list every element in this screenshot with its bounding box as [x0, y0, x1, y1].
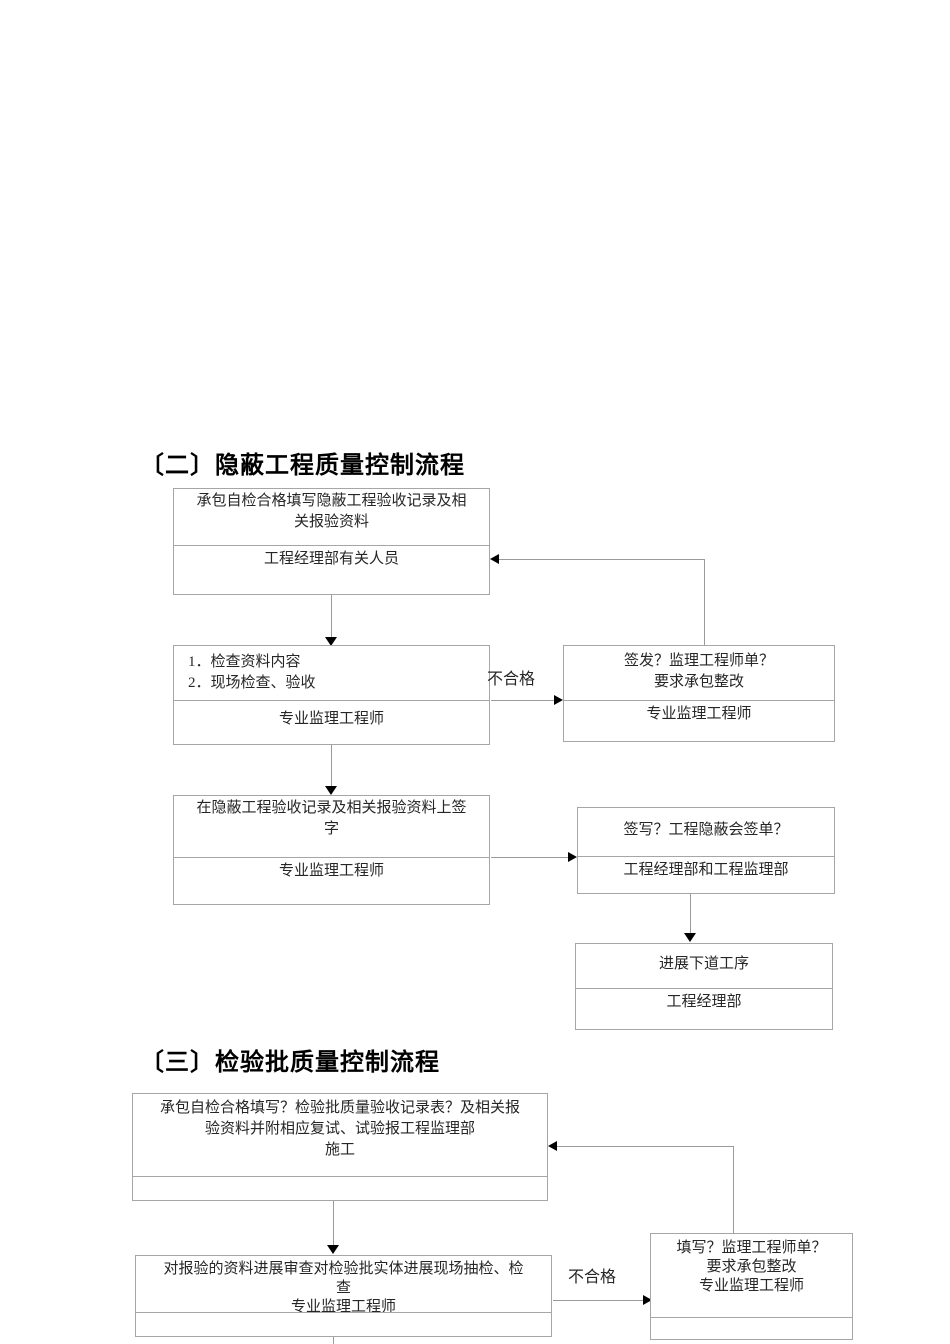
- flow-box-issue-supervisor-order: 签发？监理工程师单？ 要求承包整改 专业监理工程师: [563, 645, 835, 742]
- connector-g-to-h: [333, 1201, 334, 1246]
- flow-box-check-materials: 1．检查资料内容 2．现场检查、验收 专业监理工程师: [173, 645, 490, 745]
- box-role-section: 工程经理部有关人员: [174, 546, 489, 570]
- connector-i-feedback-horizontal: [554, 1146, 733, 1147]
- box-text-line: 填写？监理工程师单？: [676, 1240, 827, 1256]
- connector-i-feedback-vertical: [733, 1146, 734, 1233]
- flow-box-next-process: 进展下道工序 工程经理部: [575, 943, 833, 1030]
- box-role-section: 专业监理工程师: [174, 701, 489, 730]
- box-text-line: 验资料并附相应复试、试验报工程监理部: [204, 1121, 475, 1137]
- box-task-section: 承包自检合格填写隐蔽工程验收记录及相 关报验资料: [174, 489, 489, 546]
- box-empty-section: [651, 1318, 852, 1321]
- box-task-section: 进展下道工序: [576, 944, 832, 989]
- section-heading-2: 〔二〕隐蔽工程质量控制流程: [140, 453, 465, 479]
- box-task-section: 1．检查资料内容 2．现场检查、验收: [174, 646, 489, 701]
- box-role-label: 专业监理工程师: [278, 863, 384, 879]
- flow-box-sign-records: 在隐蔽工程验收记录及相关报验资料上签 字 专业监理工程师: [173, 795, 490, 905]
- box-text-line: 专业监理工程师: [698, 1278, 804, 1294]
- arrow-right-icon: [554, 695, 563, 705]
- box-task-section: 对报验的资料进展审查对检验批实体进展现场抽检、检 查 专业监理工程师: [136, 1256, 551, 1313]
- fail-branch-label: 不合格: [487, 671, 536, 688]
- box-text-line: 关报验资料: [293, 514, 369, 530]
- box-text-line: 要求承包整改: [706, 1259, 797, 1275]
- connector-d-to-e: [491, 857, 569, 858]
- flow-box-self-check-inspection-lot: 承包自检合格填写？检验批质量验收记录表？及相关报 验资料并附相应复试、试验报工程…: [132, 1093, 548, 1201]
- box-role-label: 工程经理部和工程监理部: [623, 862, 789, 878]
- arrow-down-icon: [325, 786, 337, 795]
- fail-branch-label: 不合格: [568, 1269, 617, 1286]
- box-role-label: 专业监理工程师: [646, 706, 752, 722]
- box-role-section: 专业监理工程师: [564, 701, 834, 725]
- flow-box-self-check-hidden-works: 承包自检合格填写隐蔽工程验收记录及相 关报验资料 工程经理部有关人员: [173, 488, 490, 595]
- box-task-section: 签发？监理工程师单？ 要求承包整改: [564, 646, 834, 701]
- box-role-section: 工程经理部和工程监理部: [578, 857, 834, 881]
- box-text-line: 签发？监理工程师单？: [623, 653, 774, 669]
- arrow-right-icon: [643, 1295, 652, 1305]
- connector-b-to-d: [331, 745, 332, 787]
- box-role-section: 专业监理工程师: [174, 858, 489, 882]
- box-text-line: 专业监理工程师: [290, 1299, 396, 1313]
- box-text-line: 对报验的资料进展审查对检验批实体进展现场抽检、检: [163, 1261, 524, 1277]
- box-text-line: 在隐蔽工程验收记录及相关报验资料上签: [196, 800, 467, 816]
- arrow-left-icon: [490, 554, 499, 564]
- arrow-down-icon: [325, 637, 337, 646]
- box-text-line: 承包自检合格填写隐蔽工程验收记录及相: [196, 493, 467, 509]
- arrow-down-icon: [327, 1245, 339, 1254]
- box-text-line: 进展下道工序: [658, 956, 749, 972]
- flow-box-sign-concealment-form: 签写？工程隐蔽会签单？ 工程经理部和工程监理部: [577, 807, 835, 894]
- connector-c-feedback-vertical: [704, 559, 705, 645]
- box-text-line: 施工: [324, 1142, 355, 1158]
- connector-b-to-c: [491, 700, 556, 701]
- box-text-line: 承包自检合格填写？检验批质量验收记录表？及相关报: [159, 1100, 520, 1116]
- box-text-line: 要求承包整改: [653, 674, 744, 690]
- box-text-line: 签写？工程隐蔽会签单？: [623, 822, 789, 838]
- flow-box-fill-supervisor-order: 填写？监理工程师单？ 要求承包整改 专业监理工程师: [650, 1233, 853, 1340]
- box-task-section: 填写？监理工程师单？ 要求承包整改 专业监理工程师: [651, 1234, 852, 1318]
- connector-c-feedback-horizontal: [496, 559, 704, 560]
- box-task-section: 承包自检合格填写？检验批质量验收记录表？及相关报 验资料并附相应复试、试验报工程…: [133, 1094, 547, 1177]
- section-heading-3: 〔三〕检验批质量控制流程: [140, 1050, 440, 1076]
- box-role-label: 专业监理工程师: [278, 711, 384, 727]
- flow-box-review-and-spot-check: 对报验的资料进展审查对检验批实体进展现场抽检、检 查 专业监理工程师: [135, 1255, 552, 1337]
- box-role-section: 工程经理部: [576, 989, 832, 1013]
- box-task-section: 在隐蔽工程验收记录及相关报验资料上签 字: [174, 796, 489, 858]
- arrow-left-icon: [548, 1141, 557, 1151]
- box-role-label: 工程经理部: [666, 994, 742, 1010]
- box-text-line: 查: [335, 1280, 351, 1296]
- box-empty-section: [133, 1177, 547, 1180]
- box-text-line: 1．检查资料内容: [188, 654, 301, 670]
- arrow-down-icon: [684, 933, 696, 942]
- box-empty-section: [136, 1313, 551, 1316]
- box-text-line: 字: [323, 821, 339, 837]
- box-text-line: 2．现场检查、验收: [188, 675, 316, 691]
- connector-a-to-b: [331, 595, 332, 639]
- arrow-right-icon: [568, 852, 577, 862]
- box-role-label: 工程经理部有关人员: [263, 551, 399, 567]
- connector-e-to-f: [690, 894, 691, 934]
- connector-h-down-tail: [333, 1337, 334, 1344]
- connector-h-to-i: [553, 1300, 645, 1301]
- box-task-section: 签写？工程隐蔽会签单？: [578, 808, 834, 857]
